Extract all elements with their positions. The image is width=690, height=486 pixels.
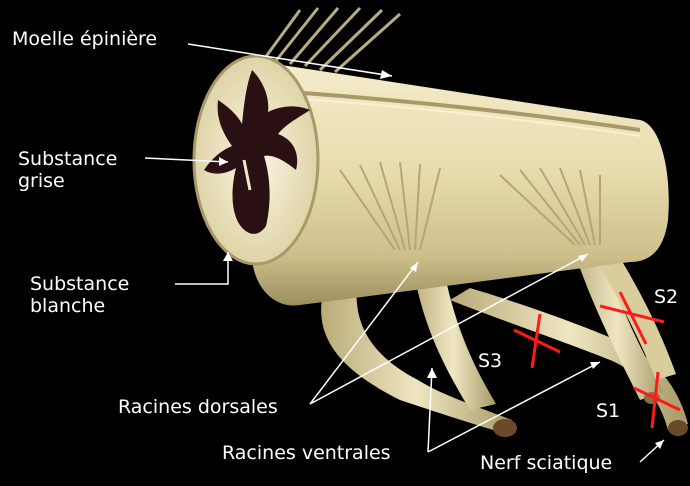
leader-substance-blanche bbox=[175, 252, 228, 284]
label-nerf-sciatique: Nerf sciatique bbox=[480, 452, 612, 474]
label-moelle-epiniere: Moelle épinière bbox=[12, 28, 157, 50]
label-substance-blanche-line1: Substance bbox=[30, 273, 129, 295]
label-s1: S1 bbox=[596, 400, 620, 422]
label-substance-grise-line2: grise bbox=[18, 170, 117, 192]
label-substance-grise: Substance grise bbox=[18, 148, 117, 192]
label-racines-dorsales: Racines dorsales bbox=[118, 396, 278, 418]
label-racines-ventrales: Racines ventrales bbox=[222, 442, 391, 464]
label-substance-grise-line1: Substance bbox=[18, 148, 117, 170]
label-s3: S3 bbox=[478, 350, 502, 372]
label-substance-blanche-line2: blanche bbox=[30, 295, 129, 317]
cross-section-face bbox=[194, 56, 318, 264]
label-s2: S2 bbox=[654, 286, 678, 308]
upper-nerve-bundle bbox=[262, 8, 400, 72]
label-substance-blanche: Substance blanche bbox=[30, 273, 129, 317]
